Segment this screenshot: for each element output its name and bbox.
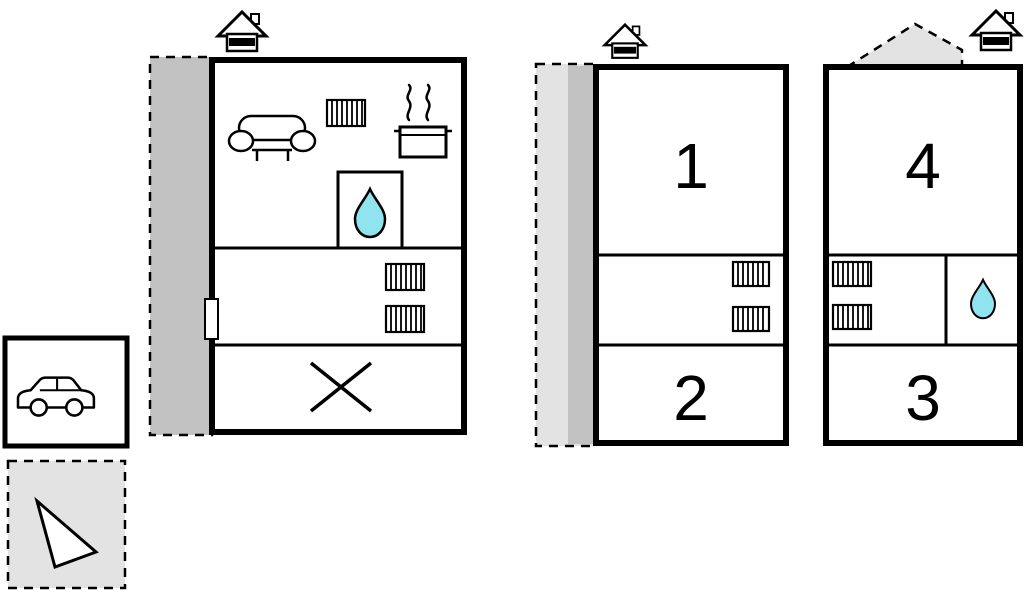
building-annex-2: 4 3 — [823, 64, 1023, 446]
car-icon — [16, 376, 96, 417]
radiator-icon — [731, 260, 771, 288]
room-2-label: 2 — [673, 362, 709, 434]
north-arrow-icon — [34, 496, 99, 569]
radiator-icon — [325, 98, 367, 128]
water-drop-icon — [969, 277, 997, 320]
stove-pot-icon — [394, 83, 452, 159]
water-drop-icon — [353, 185, 387, 239]
radiator-icon — [831, 260, 873, 288]
terrace-main-house — [148, 55, 214, 437]
roof-outline-annex-2 — [842, 22, 964, 69]
chimney-icon — [214, 9, 270, 53]
chimney-icon — [968, 8, 1024, 52]
door-window — [204, 298, 219, 340]
cross-mark-icon — [309, 361, 373, 413]
radiator-icon — [384, 304, 426, 334]
bathroom-main-house — [336, 170, 404, 250]
terrace-annex-1-strip — [568, 66, 596, 444]
radiator-icon — [384, 262, 426, 292]
building-main-house — [204, 57, 467, 435]
room-1-label: 1 — [673, 130, 709, 202]
building-annex-1: 1 2 — [593, 64, 789, 446]
sofa-icon — [227, 114, 317, 161]
radiator-icon — [831, 303, 873, 331]
carport-box — [2, 335, 130, 449]
room-3-label: 3 — [905, 362, 941, 434]
north-arrow-box — [6, 459, 127, 590]
radiator-icon — [731, 305, 771, 333]
chimney-icon — [601, 22, 649, 59]
room-4-label: 4 — [905, 130, 941, 202]
